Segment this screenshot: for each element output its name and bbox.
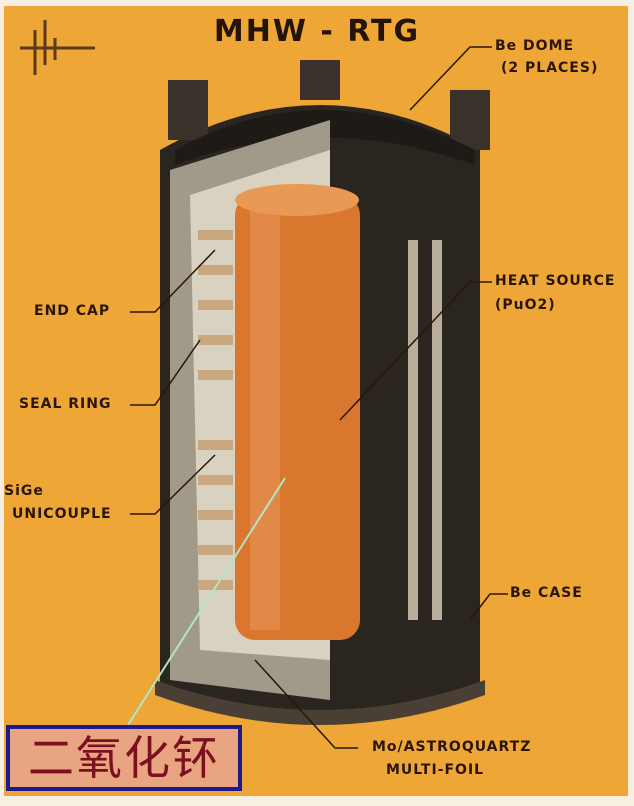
heat-source-top [235,184,359,216]
unicouples-right [408,240,442,620]
label-be-dome-sub: (2 PLACES) [501,60,599,76]
logo-icon [20,20,95,75]
annotation-box: 二氧化钚 [6,725,242,791]
annotation-pointer [127,477,286,726]
fin [168,80,208,140]
label-multifoil: Mo/ASTROQUARTZ [372,739,532,755]
label-multifoil-sub: MULTI-FOIL [386,762,485,778]
unicouples-left [198,230,233,590]
fin [300,60,340,100]
label-sige: SiGe [4,483,44,499]
label-seal-ring: SEAL RING [19,396,112,412]
label-heat-source-sub: (PuO2) [495,297,556,313]
label-unicouple: UNICOUPLE [12,506,112,522]
base-ring [155,680,485,725]
diagram-title: MHW - RTG [213,14,421,49]
annotation-text: 二氧化钚 [28,731,220,785]
leader-lines [130,46,508,749]
label-be-dome: Be DOME [495,38,575,54]
label-be-case: Be CASE [510,585,583,601]
label-heat-source: HEAT SOURCE [495,273,616,289]
fin [450,90,490,150]
label-end-cap: END CAP [34,303,111,319]
